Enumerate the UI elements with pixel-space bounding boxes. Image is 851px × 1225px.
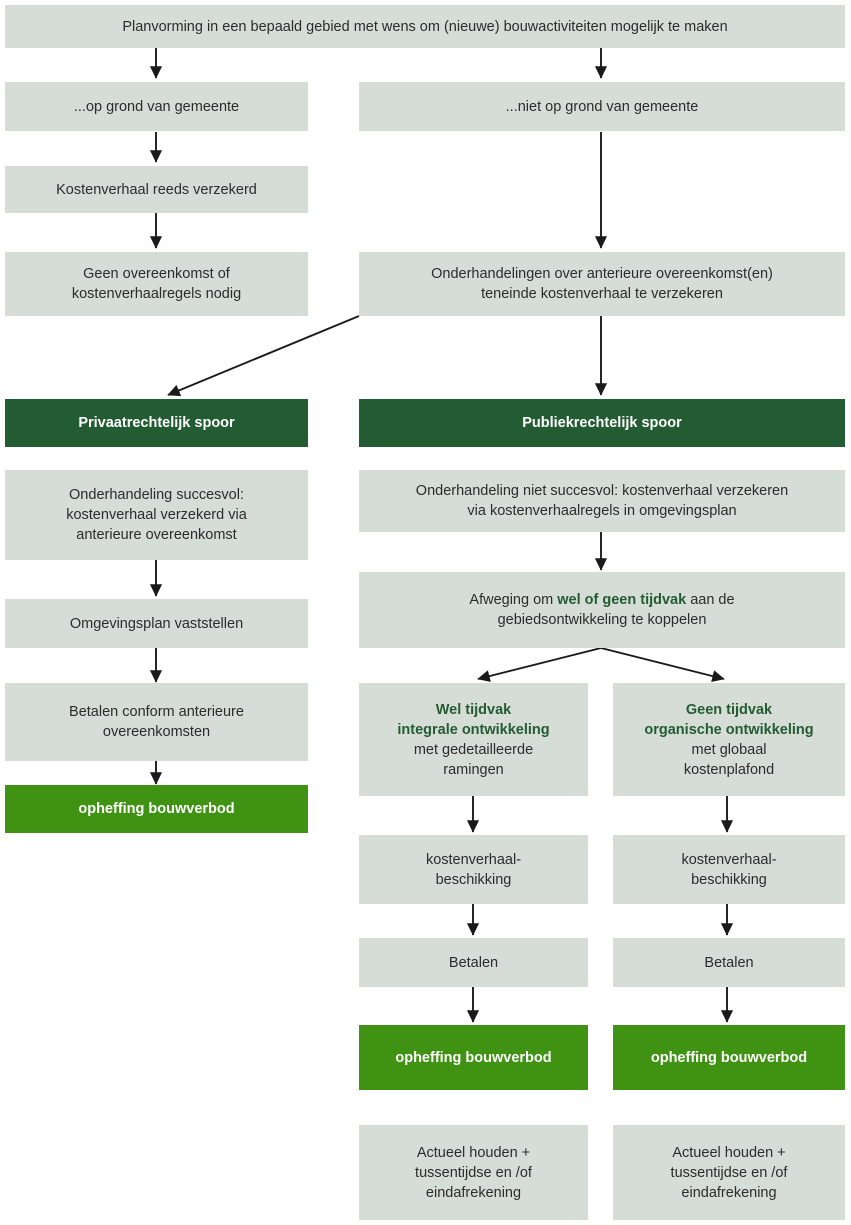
node-opheffing-bouwverbod-right-label: opheffing bouwverbod	[650, 1049, 808, 1066]
node-niet-op-grond-van-gemeente-label: ...niet op grond van gemeente	[505, 98, 699, 115]
node-actueel-houden-right-label: Actueel houden + tussentijdse en /of ein…	[670, 1144, 788, 1201]
node-actueel-houden-right[interactable]: Actueel houden + tussentijdse en /of ein…	[613, 1125, 845, 1220]
node-geen-tijdvak-line2: organische ontwikkeling	[644, 721, 814, 738]
node-op-grond-van-gemeente[interactable]: ...op grond van gemeente	[5, 82, 308, 131]
node-onderhandelingen-label: Onderhandelingen over anterieure overeen…	[431, 266, 773, 302]
node-opheffing-bouwverbod-mid[interactable]: opheffing bouwverbod	[359, 1025, 588, 1090]
node-opheffing-bouwverbod-left-label: opheffing bouwverbod	[78, 801, 235, 817]
node-opheffing-bouwverbod-mid-label: opheffing bouwverbod	[395, 1049, 552, 1066]
node-privaatrechtelijk-spoor[interactable]: Privaatrechtelijk spoor	[5, 399, 308, 447]
node-betalen-right-label: Betalen	[704, 954, 754, 971]
node-opheffing-bouwverbod-left[interactable]: opheffing bouwverbod	[5, 785, 308, 833]
node-kostenverhaal-reeds-verzekerd[interactable]: Kostenverhaal reeds verzekerd	[5, 166, 308, 213]
node-betalen-conform-label: Betalen conform anterieure overeenkomste…	[69, 704, 244, 740]
node-privaatrechtelijk-spoor-label: Privaatrechtelijk spoor	[78, 415, 235, 431]
node-omgevingsplan-vaststellen[interactable]: Omgevingsplan vaststellen	[5, 599, 308, 648]
node-publiekrechtelijk-spoor[interactable]: Publiekrechtelijk spoor	[359, 399, 845, 447]
node-planvorming[interactable]: Planvorming in een bepaald gebied met we…	[5, 5, 845, 48]
node-betalen-mid-label: Betalen	[448, 954, 499, 971]
node-geen-tijdvak-line3: met globaal kostenplafond	[683, 741, 775, 778]
node-onderhandeling-niet-succesvol[interactable]: Onderhandeling niet succesvol: kostenver…	[359, 470, 845, 532]
node-kostenverhaal-reeds-verzekerd-label: Kostenverhaal reeds verzekerd	[56, 181, 257, 198]
node-wel-tijdvak-line3: met gedetailleerde ramingen	[413, 741, 534, 778]
node-onderhandelingen-anterieure-overeenkomst[interactable]: Onderhandelingen over anterieure overeen…	[359, 252, 845, 316]
node-wel-tijdvak-line1: Wel tijdvak	[435, 701, 512, 718]
node-actueel-houden-mid[interactable]: Actueel houden + tussentijdse en /of ein…	[359, 1125, 588, 1220]
node-kostenverhaalbeschikking-mid-label: kostenverhaal- beschikking	[425, 851, 522, 888]
node-niet-op-grond-van-gemeente[interactable]: ...niet op grond van gemeente	[359, 82, 845, 131]
node-betalen-conform-anterieure[interactable]: Betalen conform anterieure overeenkomste…	[5, 683, 308, 761]
node-publiekrechtelijk-spoor-label: Publiekrechtelijk spoor	[522, 415, 682, 431]
node-actueel-houden-mid-label: Actueel houden + tussentijdse en /of ein…	[415, 1144, 532, 1201]
node-op-grond-van-gemeente-label: ...op grond van gemeente	[73, 98, 240, 115]
node-omgevingsplan-vaststellen-label: Omgevingsplan vaststellen	[69, 615, 244, 632]
node-geen-tijdvak-line1: Geen tijdvak	[685, 701, 773, 718]
node-kostenverhaalbeschikking-mid[interactable]: kostenverhaal- beschikking	[359, 835, 588, 904]
afweging-text-before: Afweging om	[469, 592, 558, 608]
afweging-text-after: aan de gebiedsontwikkeling te koppelen	[497, 592, 735, 628]
node-betalen-mid[interactable]: Betalen	[359, 938, 588, 987]
afweging-highlight-tijdvak: wel of geen tijdvak	[557, 592, 687, 608]
node-onderhandeling-succesvol-label: Onderhandeling succesvol: kostenverhaal …	[66, 487, 247, 543]
node-onderhandeling-niet-succesvol-label: Onderhandeling niet succesvol: kostenver…	[415, 483, 789, 519]
node-afweging-tijdvak[interactable]: Afweging om wel of geen tijdvak aan de g…	[359, 572, 845, 648]
node-opheffing-bouwverbod-right[interactable]: opheffing bouwverbod	[613, 1025, 845, 1090]
node-kostenverhaalbeschikking-right-label: kostenverhaal- beschikking	[681, 851, 777, 888]
node-geen-overeenkomst-label: Geen overeenkomst of kostenverhaalregels…	[71, 266, 242, 302]
node-kostenverhaalbeschikking-right[interactable]: kostenverhaal- beschikking	[613, 835, 845, 904]
node-geen-overeenkomst-of-kostenverhaalregels[interactable]: Geen overeenkomst of kostenverhaalregels…	[5, 252, 308, 316]
node-afweging-tijdvak-label: Afweging om wel of geen tijdvak aan de g…	[367, 590, 837, 630]
node-betalen-right[interactable]: Betalen	[613, 938, 845, 987]
node-wel-tijdvak-line2: integrale ontwikkeling	[397, 721, 550, 738]
node-planvorming-label: Planvorming in een bepaald gebied met we…	[122, 18, 728, 35]
node-geen-tijdvak[interactable]: Geen tijdvak organische ontwikkeling met…	[613, 683, 845, 796]
node-onderhandeling-succesvol[interactable]: Onderhandeling succesvol: kostenverhaal …	[5, 470, 308, 560]
node-wel-tijdvak[interactable]: Wel tijdvak integrale ontwikkeling met g…	[359, 683, 588, 796]
